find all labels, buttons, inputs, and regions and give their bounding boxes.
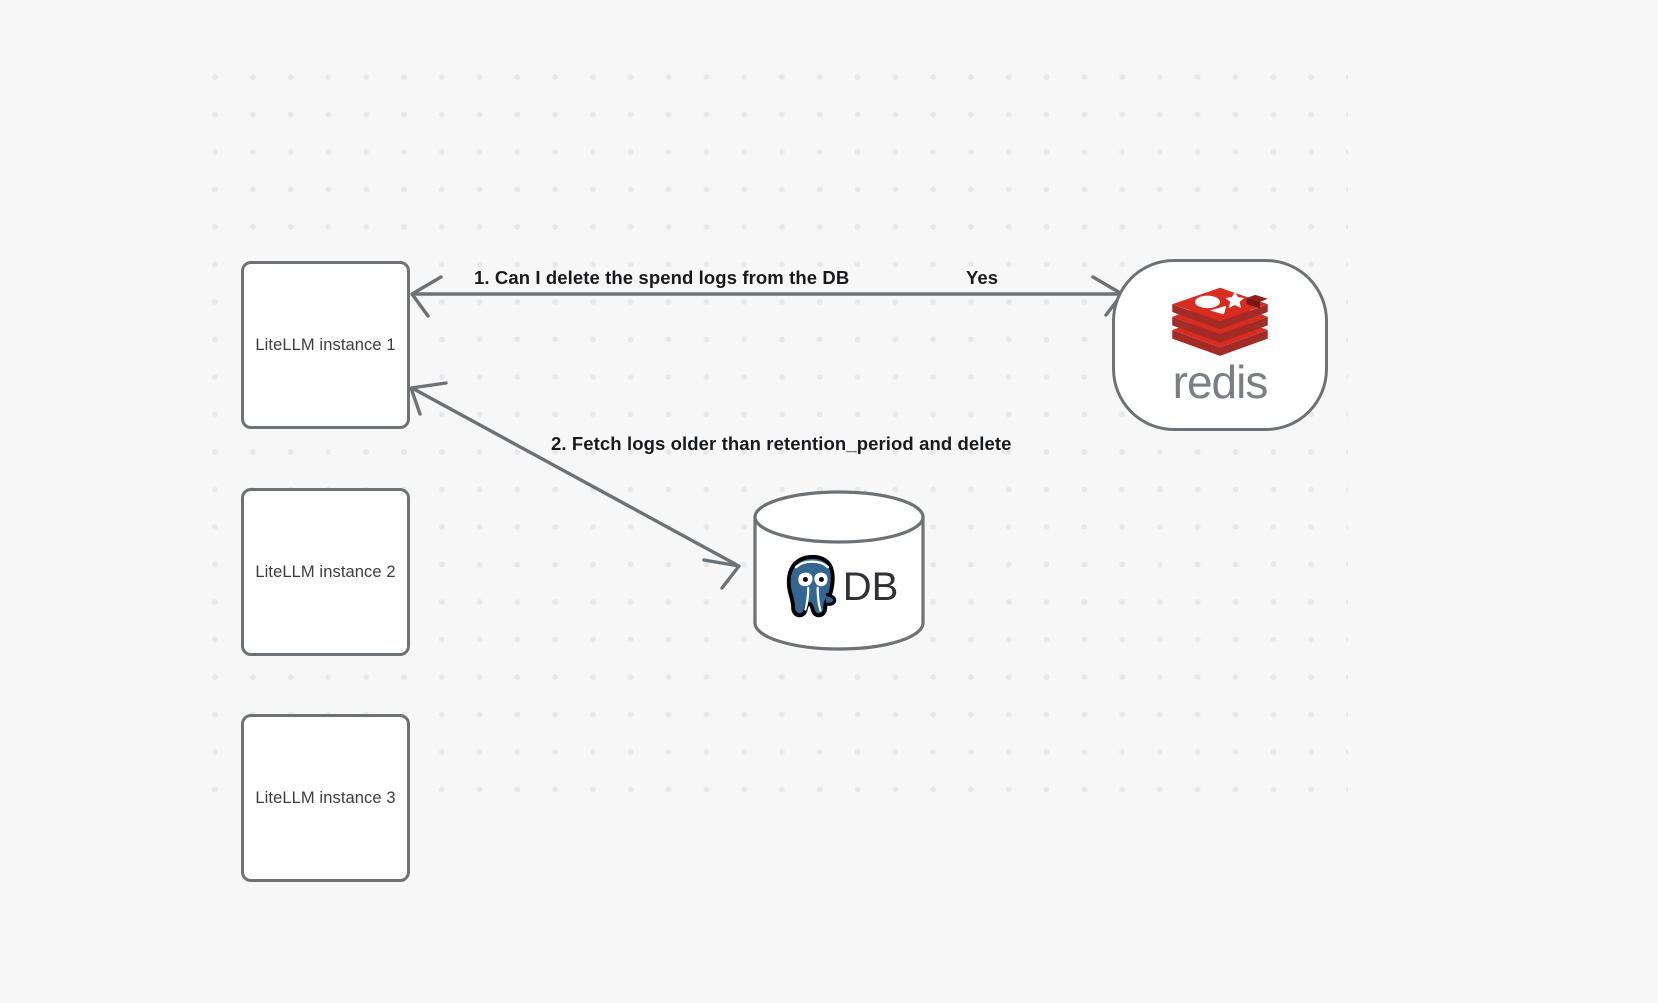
database-label: DB — [842, 565, 899, 609]
node-litellm-instance-2[interactable]: LiteLLM instance 2 — [241, 488, 410, 656]
node-label-litellm-instance-2: LiteLLM instance 2 — [255, 562, 396, 581]
node-litellm-instance-3[interactable]: LiteLLM instance 3 — [241, 714, 410, 882]
edge-label-step-1: 1. Can I delete the spend logs from the … — [474, 267, 850, 288]
node-database[interactable]: DB — [752, 489, 926, 651]
postgresql-elephant-icon — [786, 554, 837, 618]
redis-wordmark: redis — [1172, 356, 1269, 409]
node-redis[interactable]: redis — [1112, 259, 1328, 431]
redis-logo-icon — [1172, 287, 1268, 357]
node-label-litellm-instance-1: LiteLLM instance 1 — [255, 335, 396, 354]
database-logo-group: DB — [752, 547, 926, 627]
edge-label-step-2: 2. Fetch logs older than retention_perio… — [551, 433, 1012, 454]
node-label-litellm-instance-3: LiteLLM instance 3 — [255, 788, 396, 807]
edge-label-step-1-answer: Yes — [966, 267, 999, 288]
node-litellm-instance-1[interactable]: LiteLLM instance 1 — [241, 261, 410, 429]
redis-logo-group: redis — [1168, 287, 1272, 405]
edge-database-to-litellm-1[interactable] — [409, 381, 741, 590]
